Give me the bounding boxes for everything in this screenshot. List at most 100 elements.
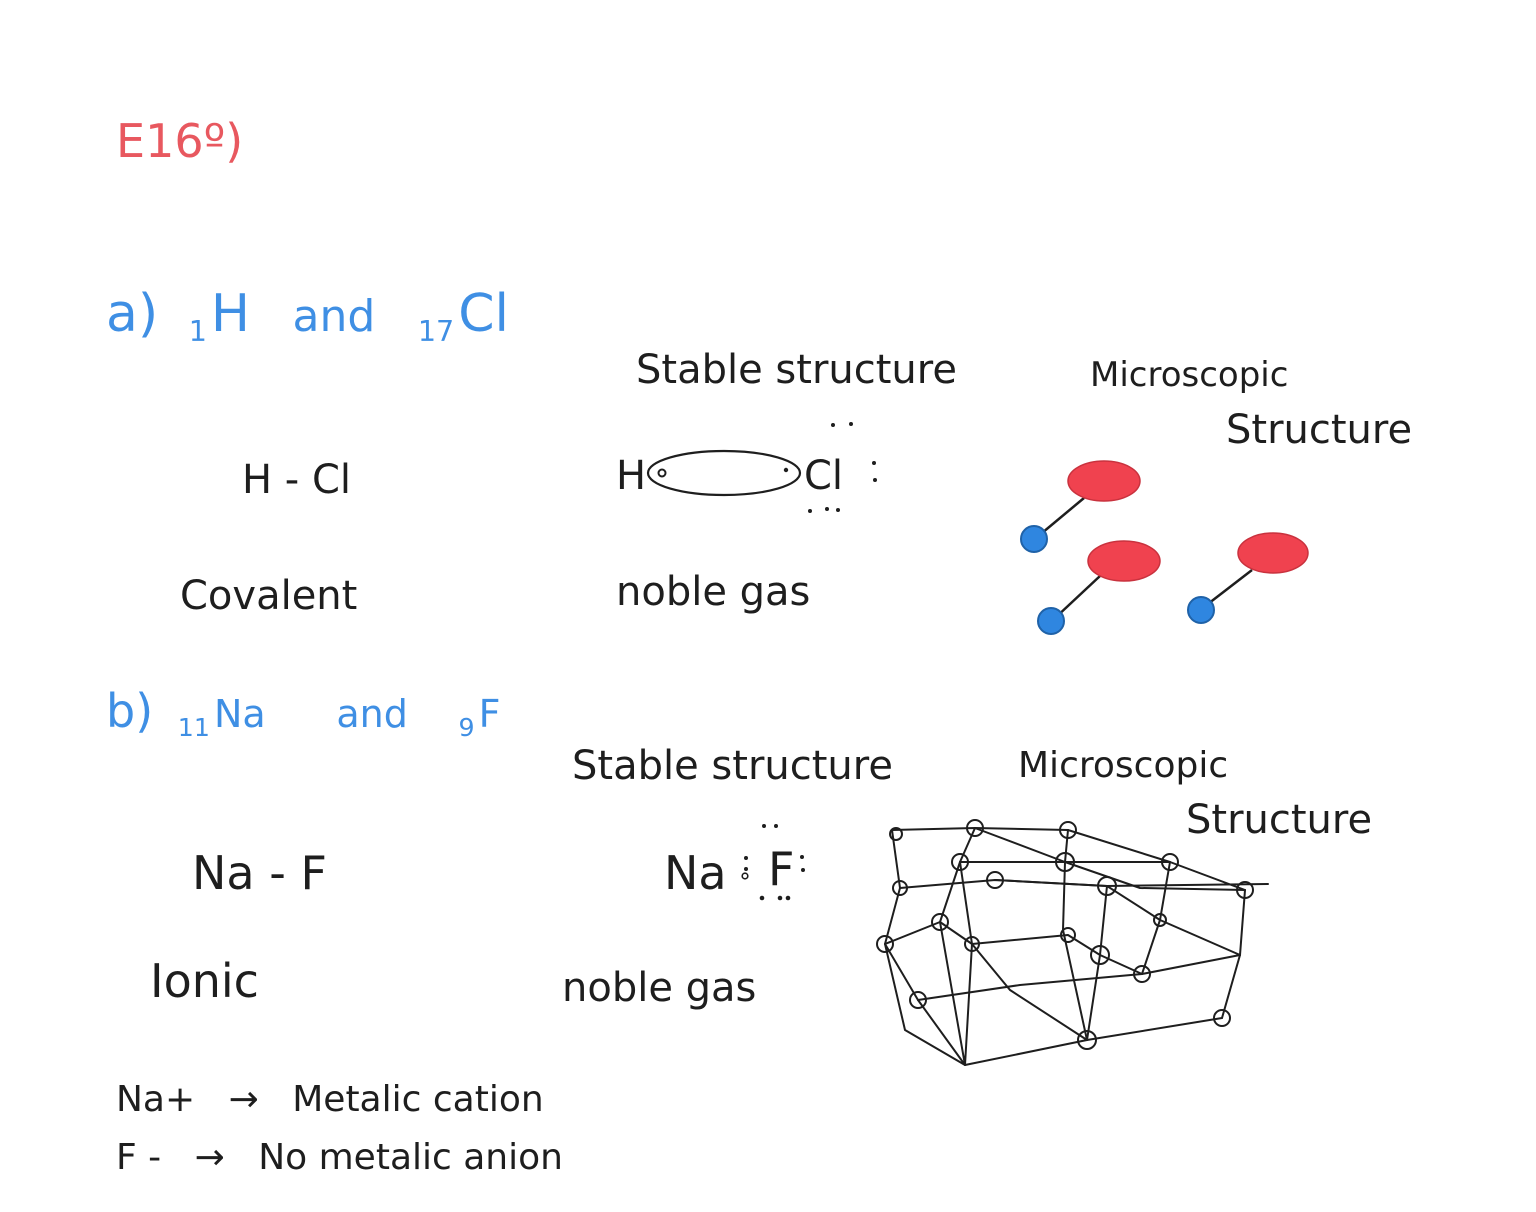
electron-dot (744, 856, 748, 860)
hcl-molecule (1187, 532, 1309, 624)
part-b-micro-heading-line2: Structure (1186, 797, 1373, 843)
chlorine-atom (1237, 532, 1309, 574)
lattice-ion (1090, 945, 1110, 965)
note-text: Metalic cation (292, 1079, 544, 1120)
electron-dot (657, 468, 667, 478)
part-b-connector: and (336, 692, 408, 736)
lattice-ion (1055, 852, 1075, 872)
shared-electron-pair-ellipse (646, 449, 802, 497)
electron-dot (808, 509, 812, 513)
lattice-ion (931, 913, 949, 931)
part-a-micro-heading-line1: Microscopic (1090, 355, 1289, 395)
note-species: F - (116, 1137, 162, 1178)
part-b-stable-note: noble gas (562, 965, 757, 1011)
lattice-edge (959, 861, 1246, 891)
transferred-electron (741, 872, 749, 880)
lattice-ion (1097, 876, 1117, 896)
electron-dot (872, 461, 876, 465)
lewis-chlorine-symbol: Cl (804, 453, 844, 499)
hcl-molecule (1037, 540, 1161, 635)
chlorine-atom (1087, 540, 1161, 582)
note-species: Na+ (116, 1079, 196, 1120)
part-a-formula: H - Cl (242, 457, 351, 503)
hcl-molecule (1020, 460, 1141, 553)
lattice-ion (1060, 927, 1076, 943)
lattice-ion (1213, 1009, 1231, 1027)
electron-dot (774, 824, 778, 828)
part-b-element2-symbol: F (478, 692, 501, 736)
lattice-edge (884, 943, 966, 1066)
part-a-micro-heading-line2: Structure (1226, 407, 1413, 453)
note-row: Na+ → Metalic cation (116, 1082, 544, 1118)
part-b-element1-number: 11 (177, 712, 210, 742)
lattice-edge (917, 999, 1223, 1066)
lattice-edge (939, 827, 976, 1066)
arrow-icon: → (194, 1137, 225, 1178)
lattice-ion (1236, 881, 1254, 899)
hydrogen-atom (1020, 525, 1048, 553)
part-a-element1-number: 1 (188, 314, 207, 348)
electron-dot (783, 467, 789, 473)
lattice-edge (884, 829, 919, 1001)
lattice-ion (892, 880, 908, 896)
electron-dot (836, 508, 840, 512)
electron-dot (801, 868, 805, 872)
part-a-label: a) (106, 284, 159, 344)
part-b-stable-heading: Stable structure (572, 743, 893, 789)
electron-dot (849, 422, 853, 426)
lattice-ion (951, 853, 969, 871)
electron-dot (825, 507, 829, 511)
lattice-ion (966, 819, 984, 837)
part-a-bond-type: Covalent (180, 573, 358, 619)
electron-dot (762, 824, 766, 828)
lattice-ion (1133, 965, 1151, 983)
lattice-edge (917, 973, 1143, 1001)
lattice-ion (889, 827, 903, 841)
arrow-icon: → (228, 1079, 259, 1120)
lattice-edge (959, 861, 973, 1066)
electron-dot (800, 855, 804, 859)
lattice-edge (1062, 829, 1088, 1041)
electron-dot (744, 867, 748, 871)
exercise-label: E16º) (116, 114, 244, 168)
note-row: F - → No metalic anion (116, 1140, 563, 1176)
lewis-fluorine-symbol: F (768, 842, 795, 896)
lattice-ion (1153, 913, 1167, 927)
lewis-sodium-symbol: Na (664, 846, 727, 900)
chlorine-atom (1067, 460, 1141, 502)
electron-dot (759, 895, 765, 901)
hydrogen-atom (1037, 607, 1065, 635)
lattice-ion (1161, 853, 1179, 871)
lattice-ion (986, 871, 1004, 889)
part-a-stable-note: noble gas (616, 569, 811, 615)
lattice-edge (1067, 829, 1171, 863)
lewis-hydrogen-symbol: H (616, 453, 647, 499)
lattice-ion (964, 936, 980, 952)
part-a-element1-symbol: H (210, 284, 250, 344)
electron-dot (831, 423, 835, 427)
lattice-ion (1059, 821, 1077, 839)
electron-dot (777, 895, 783, 901)
lattice-edge (974, 827, 1246, 891)
part-b-label: b) (106, 684, 154, 738)
lattice-edge (971, 943, 1088, 1041)
electron-dot (785, 895, 791, 901)
part-a-heading: a) 1H and 17Cl (106, 288, 509, 345)
lattice-edge (1221, 889, 1246, 1019)
note-text: No metalic anion (258, 1137, 563, 1178)
hydrogen-atom (1187, 596, 1215, 624)
part-a-element2-number: 17 (417, 314, 455, 348)
lattice-ion (1077, 1030, 1097, 1050)
part-a-element2-symbol: Cl (458, 284, 509, 344)
lattice-edge (1141, 861, 1171, 975)
part-b-formula: Na - F (192, 846, 327, 900)
part-a-connector: and (292, 291, 376, 342)
part-b-element2-number: 9 (458, 712, 475, 742)
lattice-edge (994, 879, 1241, 956)
